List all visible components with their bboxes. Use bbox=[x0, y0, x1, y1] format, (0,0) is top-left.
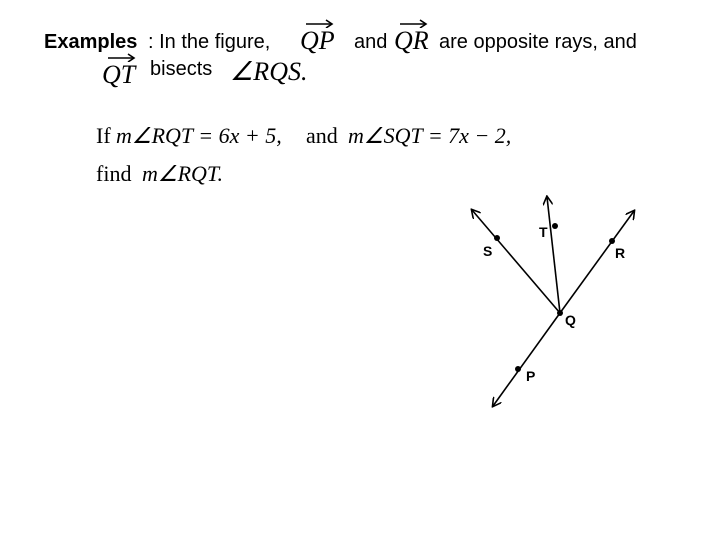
examples-label: Examples bbox=[44, 31, 138, 53]
intro-text-1: : In the figure, bbox=[148, 31, 271, 53]
ray-qp: QP bbox=[300, 19, 335, 56]
ray-qt-label: QT bbox=[102, 60, 136, 89]
point-p-label: P bbox=[526, 368, 535, 384]
problem-target: m∠RQT. bbox=[142, 161, 224, 186]
point-r-dot bbox=[609, 238, 615, 244]
problem-find: find bbox=[96, 161, 132, 186]
point-p-dot bbox=[515, 366, 521, 372]
ray-line-qp bbox=[493, 312, 561, 406]
ray-arrow-icon bbox=[400, 19, 428, 28]
point-t-label: T bbox=[539, 224, 548, 240]
ray-qr: QR bbox=[394, 19, 429, 56]
ray-arrow-icon bbox=[306, 19, 334, 28]
problem-equation-1: m∠RQT = 6x + 5, bbox=[116, 123, 282, 148]
problem-if: If bbox=[96, 123, 111, 148]
point-t-dot bbox=[552, 223, 558, 229]
point-r-label: R bbox=[615, 245, 625, 261]
ray-arrow-icon bbox=[108, 53, 136, 62]
point-s-label: S bbox=[483, 243, 492, 259]
problem-equation-2: m∠SQT = 7x − 2, bbox=[348, 123, 512, 148]
point-s-dot bbox=[494, 235, 500, 241]
ray-qr-label: QR bbox=[394, 26, 429, 55]
angle-rqs: ∠RQS. bbox=[230, 57, 308, 86]
point-q-dot bbox=[557, 310, 563, 316]
ray-qt: QT bbox=[102, 53, 136, 90]
intro-text-and: and bbox=[354, 31, 388, 53]
ray-line-qr bbox=[559, 211, 634, 314]
intro-text-opposite: are opposite rays, and bbox=[439, 31, 637, 53]
ray-qp-label: QP bbox=[300, 26, 335, 55]
ray-line-qt bbox=[547, 197, 561, 314]
point-q-label: Q bbox=[565, 312, 576, 328]
ray-line-qs bbox=[472, 210, 561, 314]
problem-and: and bbox=[306, 123, 338, 148]
intro-text-bisects: bisects bbox=[150, 58, 213, 80]
